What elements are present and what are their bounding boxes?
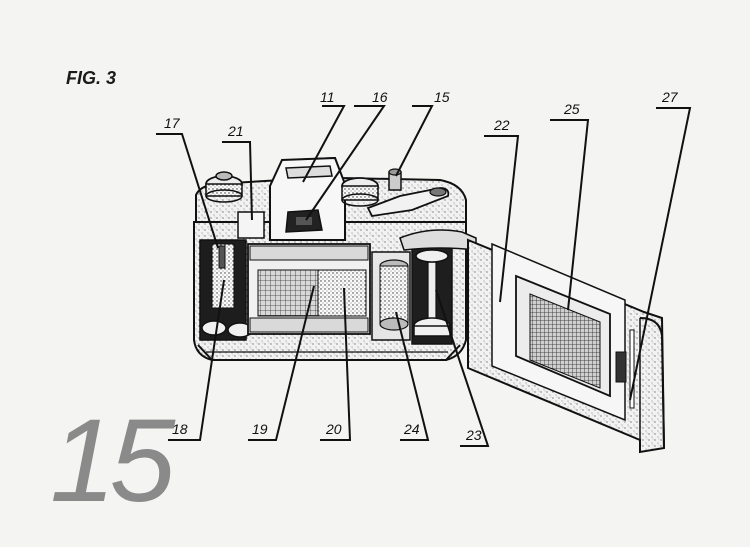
- shutter-release: [388, 168, 402, 191]
- viewfinder-prism: [269, 156, 346, 241]
- callout-label-24: 24: [403, 421, 420, 437]
- page-number: 15: [50, 395, 175, 527]
- callout-label-18: 18: [172, 421, 188, 437]
- take-up-spool: [371, 251, 411, 341]
- callout-label-20: 20: [325, 421, 342, 437]
- callout-label-27: 27: [661, 89, 679, 105]
- shutter-dial: [341, 177, 379, 207]
- film-advance-lever: [366, 187, 450, 217]
- rewind-knob: [205, 171, 243, 203]
- callout-label-22: 22: [493, 117, 510, 133]
- callout-label-15: 15: [434, 89, 450, 105]
- callout-label-11: 11: [320, 89, 335, 105]
- callout-label-25: 25: [563, 101, 580, 117]
- callout-lines: [156, 105, 692, 447]
- sprocket-roller: [411, 247, 453, 345]
- callout-labels: 11 16 15 17 21 22 25 27 18 19 20 24 23: [164, 89, 679, 443]
- callout-label-23: 23: [465, 427, 482, 443]
- film-gate: [247, 243, 371, 335]
- callout-label-16: 16: [372, 89, 388, 105]
- callout-label-21: 21: [227, 123, 244, 139]
- figure-title: FIG. 3: [66, 68, 117, 88]
- film-cartridge-chamber: [199, 239, 253, 341]
- callout-label-17: 17: [164, 115, 181, 131]
- camera-back-door: [467, 238, 666, 454]
- callout-label-19: 19: [252, 421, 268, 437]
